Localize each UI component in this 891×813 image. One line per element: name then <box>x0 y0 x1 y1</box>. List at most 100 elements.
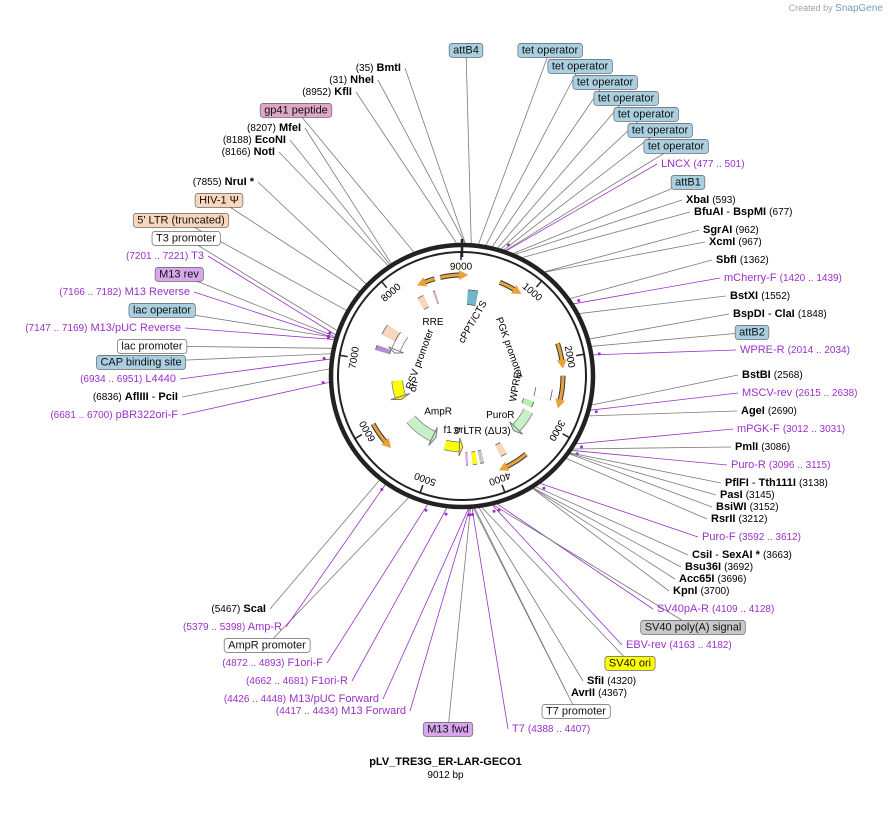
leader-line <box>591 331 753 347</box>
label-tet-operator: tet operator <box>547 59 613 74</box>
leader-line <box>257 181 367 285</box>
feature-label-text: attB1 <box>675 176 701 188</box>
ring-label-rre: RRE <box>422 317 443 328</box>
label-mpgk-f: mPGK-F (3012 .. 3031) <box>737 423 845 435</box>
enzyme-label-text: XcmI (967) <box>709 236 762 248</box>
primer-site-mark <box>467 513 471 517</box>
leader-line <box>304 127 392 264</box>
label-tet-operator: tet operator <box>613 107 679 122</box>
feature-label-text: tet operator <box>577 76 634 88</box>
leader-line <box>588 410 738 417</box>
leader-line <box>181 382 330 416</box>
orf-arrow <box>504 452 528 469</box>
feature-label-text: tet operator <box>522 44 579 56</box>
label-nrui: (7855) NruI * <box>193 176 255 188</box>
label-csii: CsiI - SexAI * (3663) <box>692 549 792 561</box>
enzyme-label-text: SgrAI (962) <box>703 224 759 236</box>
feature-label-box <box>593 91 659 106</box>
enzyme-label-text: CsiI - SexAI * (3663) <box>692 549 792 561</box>
primer-label-text: MSCV-rev (2615 .. 2638) <box>742 387 857 399</box>
enzyme-label-text: (8952) KflI <box>302 86 352 98</box>
label-bstxi: BstXI (1552) <box>730 290 790 302</box>
ampr-arrow-head <box>428 427 438 446</box>
feature-label-box <box>640 620 746 635</box>
leader-line <box>478 507 584 682</box>
ori-arrow-head <box>390 392 411 401</box>
ring-label-ori: ori <box>408 380 421 393</box>
ring-label-pgk-promoter: PGK promoter <box>493 316 525 380</box>
feature-label-text: tet operator <box>598 92 655 104</box>
label-bsu36i: Bsu36I (3692) <box>685 561 753 573</box>
primer-label-text: SV40pA-R (4109 .. 4128) <box>657 603 774 615</box>
rsv-arrow-head <box>388 346 404 354</box>
leader-line <box>178 273 336 338</box>
puror-arrow-head <box>509 421 523 435</box>
label-gp41-peptide: gp41 peptide <box>259 103 333 118</box>
feature-label-text: tet operator <box>552 60 609 72</box>
leader-line <box>355 91 457 244</box>
enzyme-label-text: BstBI (2568) <box>742 369 803 381</box>
primer-site-mark <box>506 243 510 247</box>
feature-label-text: CAP binding site <box>100 356 181 368</box>
feature-label-text: gp41 peptide <box>264 104 328 116</box>
leader-line <box>278 151 389 266</box>
leader-line <box>572 450 728 466</box>
primer-label-text: (4426 .. 4448) M13/pUC Forward <box>224 693 379 705</box>
leader-line <box>569 453 713 508</box>
feature-label-box <box>604 656 656 671</box>
leader-line <box>382 508 469 700</box>
primer-label-text: mPGK-F (3012 .. 3031) <box>737 423 845 435</box>
label-sgrai: SgrAI (962) <box>703 224 759 236</box>
plasmid-size: 9012 bp <box>427 770 464 781</box>
leader-line <box>493 504 694 628</box>
primer-site-mark <box>328 331 332 335</box>
tick-mark <box>535 279 543 288</box>
label-bstbi: BstBI (2568) <box>742 369 803 381</box>
leader-line <box>207 255 336 336</box>
label-m13-forward: (4417 .. 4434) M13 Forward <box>276 705 406 717</box>
leader-line <box>478 49 551 245</box>
primer-label-text: (4872 .. 4893) F1ori-F <box>222 657 323 669</box>
tick-label: 1000 <box>520 281 544 304</box>
label-bsiwi: BsiWI (3152) <box>716 501 779 513</box>
primer-label-text: Puro-F (3592 .. 3612) <box>702 531 801 543</box>
feature-label-box <box>613 107 679 122</box>
primer-label-text: (7147 .. 7169) M13/pUC Reverse <box>25 322 181 334</box>
leader-line <box>579 295 727 314</box>
primer-site-mark <box>444 512 448 516</box>
snapgene-logo-text: SnapGene <box>835 3 883 14</box>
leader-line <box>266 497 409 646</box>
ltr3-block <box>495 442 507 457</box>
primer-label-text: LNCX (477 .. 501) <box>661 158 745 170</box>
label-attb2: attB2 <box>734 325 770 340</box>
feature-label-text: SV40 ori <box>609 657 651 669</box>
primer-label-text: (4417 .. 4434) M13 Forward <box>276 705 406 717</box>
label-tet-operator: tet operator <box>593 91 659 106</box>
feature-label-box <box>572 75 638 90</box>
label-t3-promoter: T3 promoter <box>151 231 221 246</box>
feature-label-box <box>223 638 311 653</box>
leader-line <box>593 349 737 356</box>
leader-line <box>544 241 706 273</box>
label-m13-rev: M13 rev <box>154 267 204 282</box>
orf-arrow-head <box>511 285 522 295</box>
tick-mark <box>338 354 348 358</box>
puror-arrow <box>512 408 533 432</box>
leader-line <box>566 458 708 520</box>
gp41-block <box>433 291 439 304</box>
leader-line <box>485 65 581 246</box>
feature-label-text: lac operator <box>133 304 191 316</box>
label-sv40pa-r: SV40pA-R (4109 .. 4128) <box>657 603 774 615</box>
primer-site-mark <box>577 299 581 303</box>
leader-line <box>185 237 338 331</box>
label-xbai: XbaI (593) <box>686 194 736 206</box>
enzyme-label-text: RsrII (3212) <box>711 513 767 525</box>
primer-site-mark <box>380 488 384 492</box>
enzyme-label-text: BfuAI - BspMI (677) <box>694 206 793 218</box>
label-attb4: attB4 <box>448 43 484 58</box>
leader-line <box>591 374 739 406</box>
ring-label-3-ltr-u3: 3' LTR (ΔU3) <box>453 426 510 437</box>
orf-arrow-head <box>555 398 566 409</box>
enzyme-label-text: (5467) ScaI <box>211 603 266 615</box>
orf-arrow-head <box>556 359 567 369</box>
